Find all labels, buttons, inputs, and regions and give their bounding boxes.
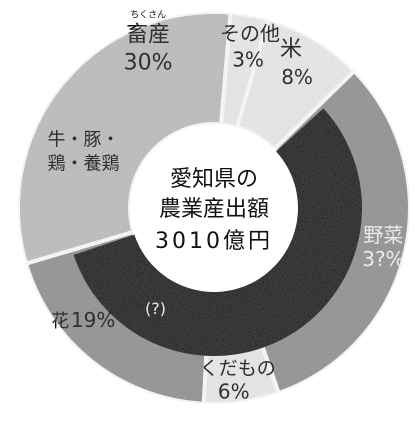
pie-slice-grain-3 (26, 231, 210, 404)
slice-furigana-4: ちくさん (130, 9, 166, 20)
pie-slice-grain-2 (203, 287, 279, 404)
center-title-line1: 愛知県の (170, 167, 258, 192)
pie-slice-grain-4 (17, 11, 231, 264)
pie-slice-grain-1 (241, 71, 410, 394)
center-hole (132, 126, 296, 290)
pie-slice-grain-5 (221, 12, 269, 128)
center-total: 3010億円 (155, 229, 273, 254)
center-title-line2: 農業産出額 (159, 197, 269, 222)
pie-slice-grain-0 (237, 19, 355, 150)
